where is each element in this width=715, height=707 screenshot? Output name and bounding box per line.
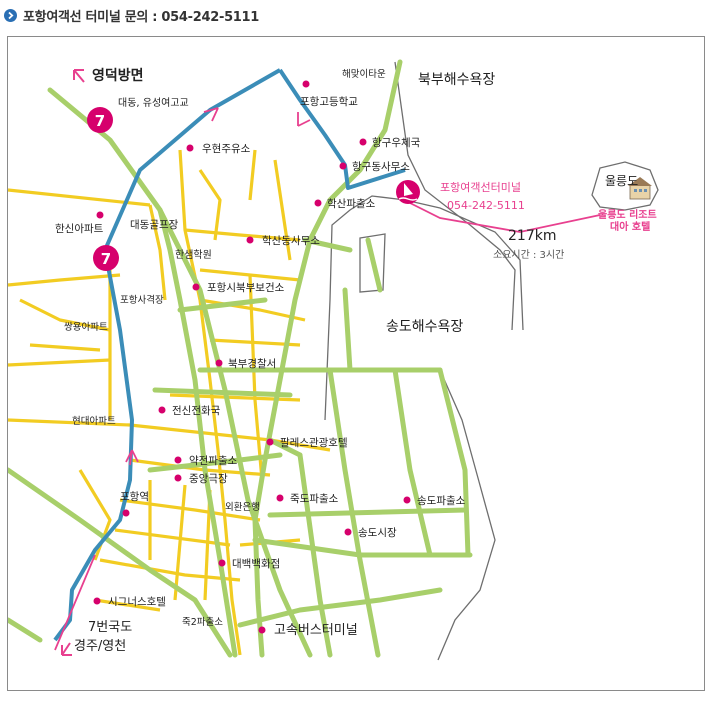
duration-label: 소요시간 : 3시간 xyxy=(493,249,564,261)
svg-text:해맞이타운: 해맞이타운 xyxy=(342,68,386,80)
railway-branch xyxy=(278,68,406,190)
page-header: 포항여객선 터미널 문의 : 054-242-5111 xyxy=(4,4,259,26)
railway-line xyxy=(53,68,281,642)
svg-text:학산동사무소: 학산동사무소 xyxy=(262,235,320,247)
south-direction-label: 7번국도 xyxy=(88,620,132,635)
svg-text:팔레스관광호텔: 팔레스관광호텔 xyxy=(280,437,348,449)
area-label: 송도해수욕장 xyxy=(386,319,463,335)
svg-text:포항역: 포항역 xyxy=(120,491,149,503)
svg-text:대동, 유성여고교: 대동, 유성여고교 xyxy=(118,97,189,109)
ferry-terminal-icon[interactable] xyxy=(396,180,420,204)
svg-text:중앙극장: 중앙극장 xyxy=(189,473,228,485)
svg-text:한신아파트: 한신아파트 xyxy=(55,223,104,235)
svg-text:학산파출소: 학산파출소 xyxy=(327,198,376,210)
svg-text:죽도파출소: 죽도파출소 xyxy=(290,493,339,505)
svg-text:항구우체국: 항구우체국 xyxy=(372,137,421,149)
svg-text:시그너스호텔: 시그너스호텔 xyxy=(108,596,166,608)
svg-text:송도파출소: 송도파출소 xyxy=(417,495,466,507)
chevron-right-icon xyxy=(4,8,17,22)
svg-text:쌍용아파트: 쌍용아파트 xyxy=(64,322,108,333)
svg-text:대백백화점: 대백백화점 xyxy=(232,558,280,570)
resort-label: 대아 호텔 xyxy=(610,220,650,233)
svg-text:포항사격장: 포항사격장 xyxy=(120,294,164,306)
place-labels: 해맞이타운 포항고등학교 대동, 유성여고교 우현주유소 항구우체국 항구동사무… xyxy=(55,68,466,638)
resort-label: 울릉도 리조트 xyxy=(598,208,657,221)
svg-text:송도시장: 송도시장 xyxy=(358,527,397,539)
svg-text:우현주유소: 우현주유소 xyxy=(202,143,251,155)
svg-text:항구동사무소: 항구동사무소 xyxy=(352,161,410,173)
svg-text:전신전화국: 전신전화국 xyxy=(172,405,221,417)
area-label: 북부해수욕장 xyxy=(418,72,495,88)
svg-text:외환은행: 외환은행 xyxy=(225,501,260,513)
svg-text:한샘학원: 한샘학원 xyxy=(175,249,212,261)
svg-text:약전파출소: 약전파출소 xyxy=(189,455,238,467)
route-badge: 7 xyxy=(87,107,113,133)
north-direction-label: 영덕방면 xyxy=(92,67,144,84)
terminal-phone: 054-242-5111 xyxy=(447,199,525,212)
svg-text:현대아파트: 현대아파트 xyxy=(72,416,116,427)
major-roads xyxy=(8,59,473,658)
area-label: 울릉도 xyxy=(605,174,638,188)
svg-text:죽2파출소: 죽2파출소 xyxy=(182,617,223,628)
svg-text:7: 7 xyxy=(95,112,105,130)
hotel-icon xyxy=(628,177,652,200)
route-badge: 7 xyxy=(93,245,119,271)
svg-text:포항고등학교: 포항고등학교 xyxy=(300,96,358,108)
place-markers xyxy=(93,80,411,634)
distance-label: 217km xyxy=(508,228,556,244)
svg-text:대동골프장: 대동골프장 xyxy=(130,219,179,231)
compass-arrows xyxy=(61,69,85,656)
terminal-name[interactable]: 포항여객선터미널 xyxy=(440,181,521,194)
south-direction-label: 경주/영천 xyxy=(74,639,126,654)
svg-text:포항시북부보건소: 포항시북부보건소 xyxy=(207,282,285,294)
svg-text:고속버스터미널: 고속버스터미널 xyxy=(274,623,358,638)
route-lines xyxy=(54,107,601,651)
page-title: 포항여객선 터미널 문의 : 054-242-5111 xyxy=(23,9,260,25)
coastline xyxy=(324,61,659,661)
svg-text:북부경찰서: 북부경찰서 xyxy=(228,357,276,370)
svg-text:7: 7 xyxy=(101,250,111,268)
